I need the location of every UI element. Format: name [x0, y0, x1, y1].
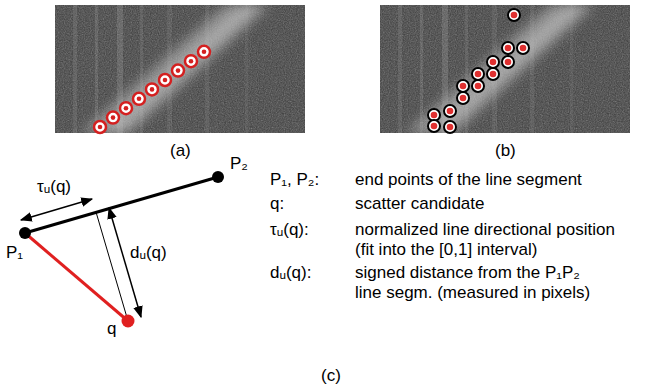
line-fit-markers: [94, 46, 210, 133]
tau-arrow: [21, 199, 92, 220]
distance-arrow: [109, 208, 141, 317]
scatter-markers: [428, 9, 529, 133]
segment-geometry: [19, 171, 224, 328]
legend-term: q:: [270, 194, 284, 214]
legend-term: dᵤ(q):: [270, 263, 311, 283]
dimension-label: τᵤ(q): [37, 177, 71, 197]
scatter-point: [122, 315, 135, 328]
panel-label: (a): [170, 141, 191, 161]
legend-description: normalized line directional position (fi…: [355, 220, 627, 260]
image-a: [55, 5, 305, 133]
line-segment: [25, 177, 218, 233]
image-b: [380, 5, 630, 133]
end-point: [212, 171, 224, 183]
legend-description: scatter candidate: [355, 194, 484, 214]
legend-term: τᵤ(q):: [270, 220, 309, 240]
panel-label: (c): [321, 366, 341, 386]
perpendicular-line: [96, 212, 128, 321]
legend-description: end points of the line segment: [355, 170, 582, 190]
point-label: P₁: [6, 243, 23, 263]
candidate-link: [25, 233, 128, 321]
point-label: q: [107, 319, 116, 339]
dimension-label: dᵤ(q): [130, 243, 167, 263]
point-label: P₂: [230, 154, 248, 174]
legend-term: P₁, P₂:: [270, 170, 319, 190]
end-point: [19, 227, 31, 239]
legend-description: signed distance from the P₁P₂ line segm.…: [355, 263, 605, 303]
panel-label: (b): [495, 141, 516, 161]
